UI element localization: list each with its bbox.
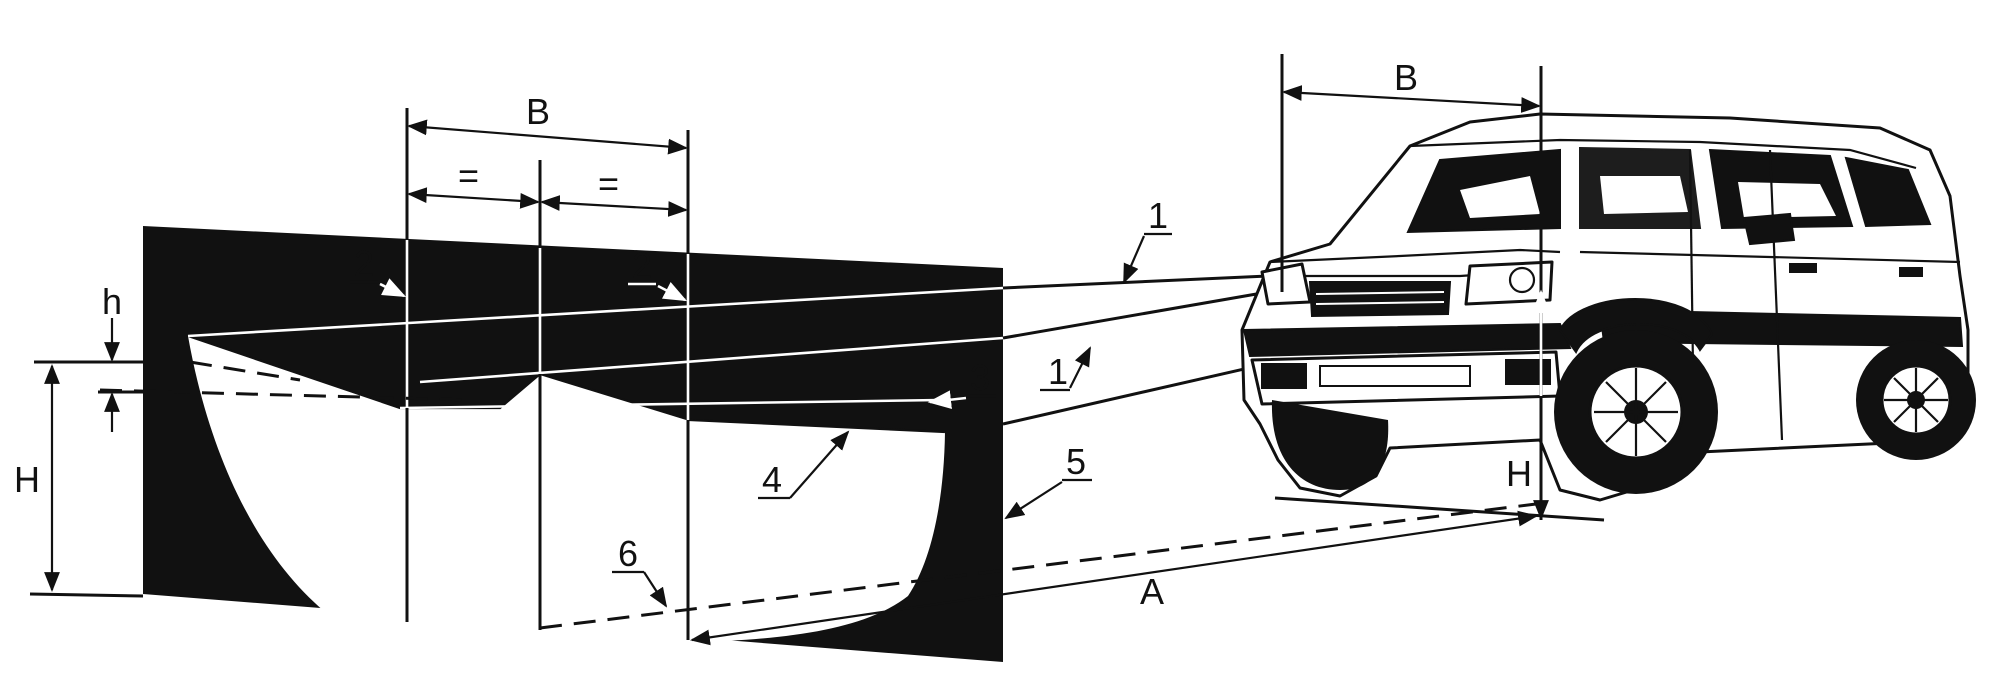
leader-1-top xyxy=(1122,235,1146,284)
aiming-screen xyxy=(99,226,1004,662)
callout-3: 3 xyxy=(970,357,990,398)
leader-2-right xyxy=(657,281,688,302)
label-H-screen: H xyxy=(14,459,40,500)
callout-5: 5 xyxy=(1066,441,1086,482)
leader-1-low xyxy=(1069,346,1091,389)
front-wheel xyxy=(1554,330,1718,494)
dashed-reference-line-upper xyxy=(189,360,301,382)
suv-car-icon xyxy=(1240,112,1976,502)
callout-1-top: 1 xyxy=(1148,195,1168,236)
car-ground-line xyxy=(1274,496,1605,522)
label-eq-left: = xyxy=(458,155,479,196)
front-left-wheel xyxy=(1271,400,1389,490)
leader-2-left xyxy=(379,278,407,298)
dashed-reference-line xyxy=(99,388,471,402)
leader-3 xyxy=(927,390,967,409)
callout-6: 6 xyxy=(618,533,638,574)
beam-line-lower xyxy=(399,398,941,410)
leader-4 xyxy=(789,430,850,499)
callout-2-left: 2 xyxy=(354,243,374,284)
ground-line-screen xyxy=(29,592,144,598)
dim-A xyxy=(690,510,1538,646)
label-H-car: H xyxy=(1506,453,1532,494)
leader-5 xyxy=(1004,481,1063,520)
beam-line-middle xyxy=(419,336,1004,384)
rear-wheel xyxy=(1856,340,1976,460)
callout-4: 4 xyxy=(762,459,782,500)
label-A: A xyxy=(1140,571,1164,612)
beam-line-upper xyxy=(187,286,1004,338)
label-eq-right: = xyxy=(598,163,619,204)
callout-2-right: 2 xyxy=(632,245,652,286)
dim-B-screen xyxy=(407,119,688,155)
dim-B-car xyxy=(1282,85,1541,113)
callout-1-low: 1 xyxy=(1048,351,1068,392)
label-B-screen: B xyxy=(526,91,550,132)
dim-eq-right xyxy=(540,195,688,217)
leader-6 xyxy=(643,571,668,608)
dim-eq-left xyxy=(407,187,540,209)
label-B-car: B xyxy=(1394,57,1418,98)
label-h: h xyxy=(102,281,122,322)
cutoff-line xyxy=(187,334,946,434)
sight-line-middle xyxy=(1002,290,1269,340)
sight-line-upper xyxy=(1002,274,1269,290)
